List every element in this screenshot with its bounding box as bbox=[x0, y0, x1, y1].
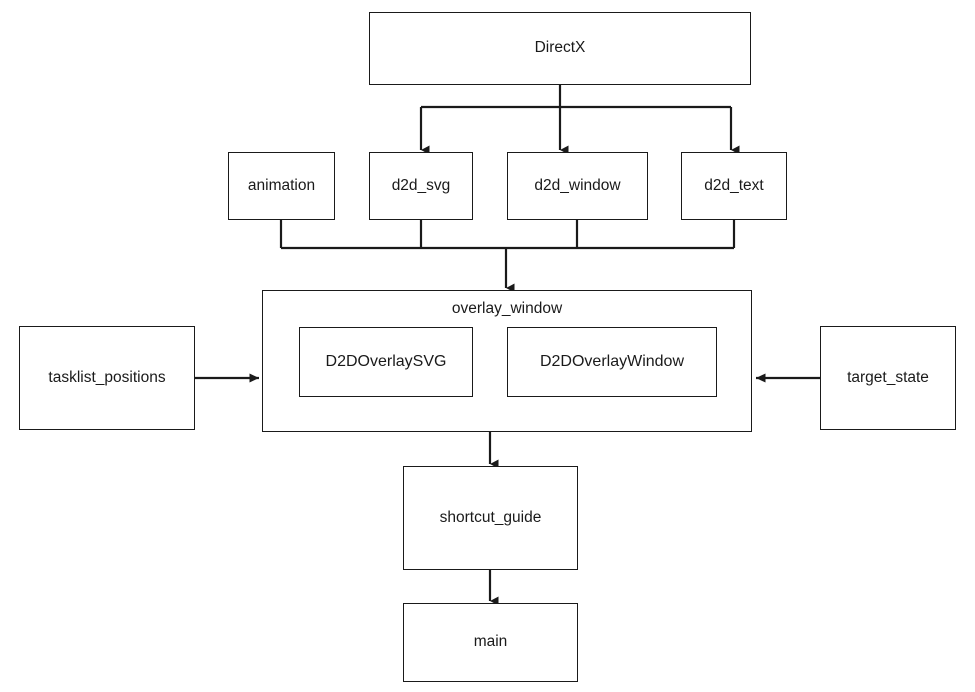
node-animation-label: animation bbox=[247, 176, 316, 194]
node-target-state[interactable]: target_state bbox=[820, 326, 956, 430]
node-shortcut-guide-label: shortcut_guide bbox=[439, 508, 542, 526]
node-d2doverlaysvg[interactable]: D2DOverlaySVG bbox=[299, 327, 473, 397]
edge-directx-fanout bbox=[419, 85, 740, 155]
node-tasklist-positions-label: tasklist_positions bbox=[48, 368, 166, 386]
node-animation[interactable]: animation bbox=[228, 152, 335, 220]
node-overlay-window-label: overlay_window bbox=[451, 300, 563, 317]
node-shortcut-guide[interactable]: shortcut_guide bbox=[403, 466, 578, 570]
node-d2doverlaysvg-label: D2DOverlaySVG bbox=[325, 353, 447, 370]
node-d2d-window-label: d2d_window bbox=[534, 176, 621, 194]
node-d2d-svg[interactable]: d2d_svg bbox=[369, 152, 473, 220]
node-d2d-text-label: d2d_text bbox=[704, 176, 764, 194]
node-tasklist-positions[interactable]: tasklist_positions bbox=[19, 326, 195, 430]
node-d2doverlaywindow[interactable]: D2DOverlayWindow bbox=[507, 327, 717, 397]
node-directx[interactable]: DirectX bbox=[369, 12, 751, 85]
node-d2doverlaywindow-label: D2DOverlayWindow bbox=[539, 353, 685, 370]
node-d2d-text[interactable]: d2d_text bbox=[681, 152, 787, 220]
edge-modules-merge bbox=[279, 220, 736, 293]
node-d2d-window[interactable]: d2d_window bbox=[507, 152, 648, 220]
node-directx-label: DirectX bbox=[534, 39, 586, 57]
node-target-state-label: target_state bbox=[847, 368, 929, 386]
node-main[interactable]: main bbox=[403, 603, 578, 682]
node-d2d-svg-label: d2d_svg bbox=[391, 176, 451, 194]
node-main-label: main bbox=[473, 633, 508, 651]
